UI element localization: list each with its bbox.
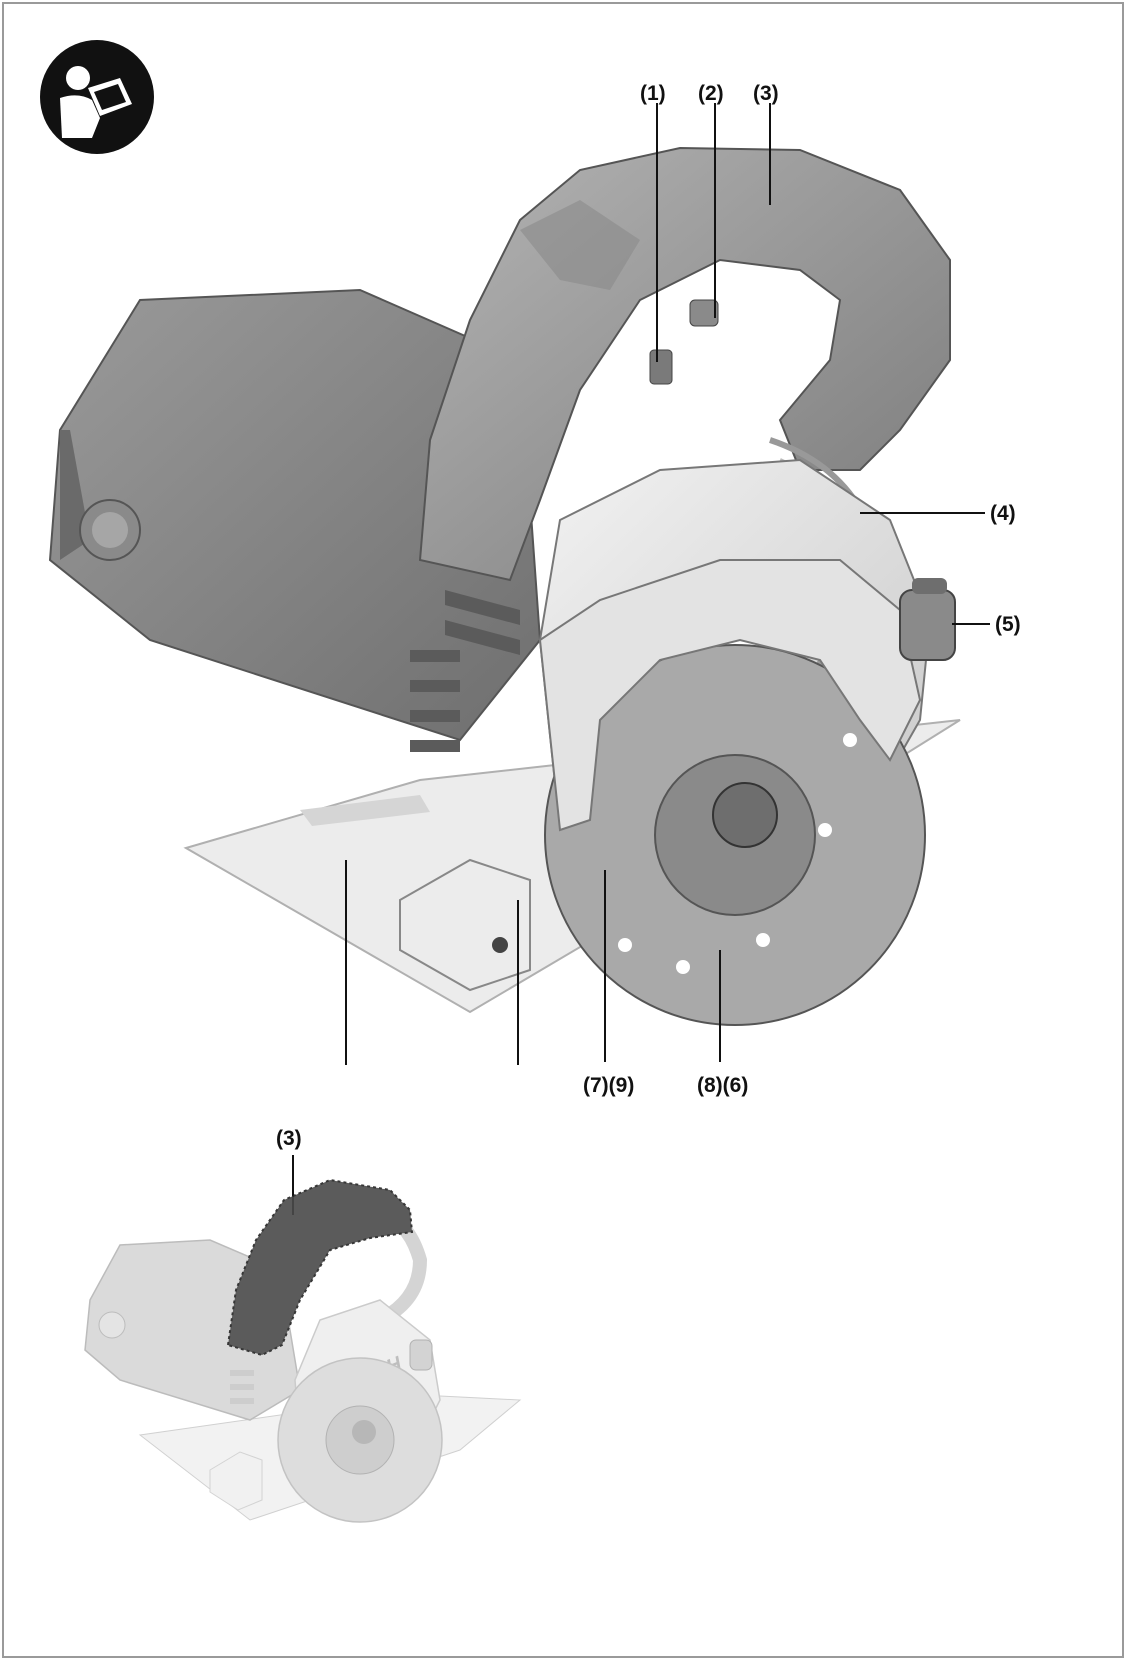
guide-bracket <box>399 858 531 992</box>
base-slot <box>300 795 430 826</box>
callout-3: (3) <box>753 82 779 105</box>
callout-1: (1) <box>640 82 666 105</box>
callout-3-small: (3) <box>276 1127 302 1150</box>
diamond-blade <box>544 644 926 1026</box>
callout-5: (5) <box>995 613 1021 636</box>
main-saw-illustration: BOSCH <box>48 146 961 1026</box>
cooling-vents <box>410 590 520 752</box>
clamping-nut <box>712 782 778 848</box>
small-saw-illustration: BOSCH <box>84 1178 522 1523</box>
callout-4: (4) <box>990 502 1016 525</box>
callout-7-9: (7)(9) <box>583 1074 634 1097</box>
lock-off-button <box>689 299 719 327</box>
on-off-switch <box>649 349 673 385</box>
read-manual-icon <box>40 40 154 154</box>
callout-2: (2) <box>698 82 724 105</box>
depth-adjust-knob <box>899 589 956 661</box>
highlighted-handle <box>226 1178 414 1357</box>
leader-lines <box>345 103 990 1065</box>
callout-8-6: (8)(6) <box>697 1074 748 1097</box>
